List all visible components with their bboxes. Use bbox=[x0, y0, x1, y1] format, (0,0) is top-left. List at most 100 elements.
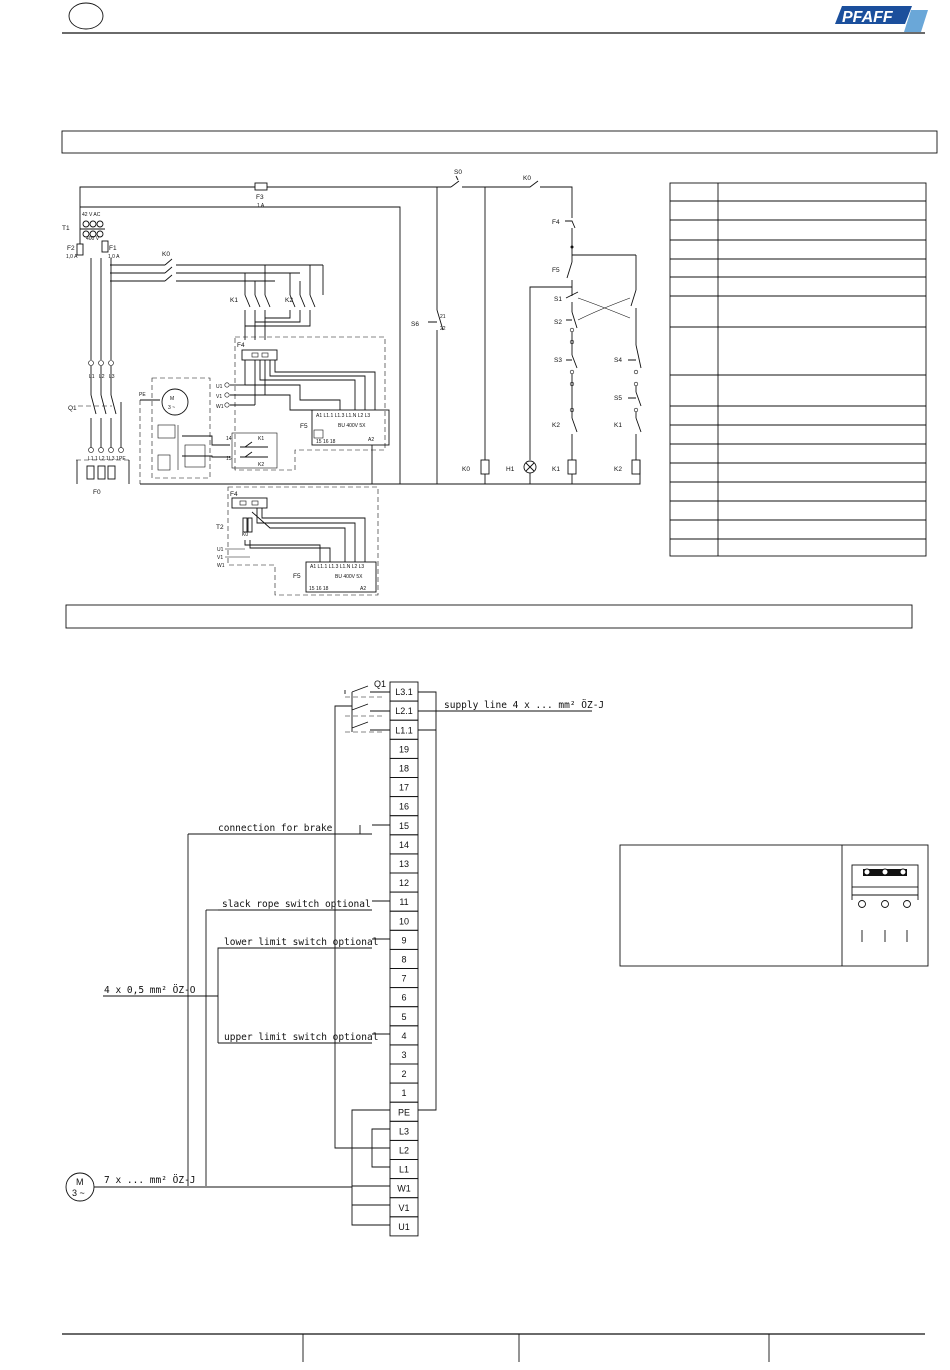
svg-text:L3: L3 bbox=[109, 374, 115, 380]
svg-text:K0: K0 bbox=[462, 466, 470, 473]
svg-text:K1: K1 bbox=[258, 436, 264, 442]
svg-text:K1: K1 bbox=[614, 422, 622, 429]
svg-text:BU 400V 5X: BU 400V 5X bbox=[338, 423, 366, 429]
terminal-label: 8 bbox=[401, 954, 406, 964]
terminal-label: 19 bbox=[399, 744, 409, 754]
control-cable-label: 4 x 0,5 mm² ÖZ-O bbox=[104, 985, 196, 996]
svg-text:S5: S5 bbox=[614, 395, 622, 402]
terminal-label: 9 bbox=[401, 935, 406, 945]
info-box bbox=[619, 844, 929, 967]
svg-text:PE: PE bbox=[139, 392, 146, 398]
terminal-block bbox=[389, 1216, 419, 1237]
motor-phase: 3 ~ bbox=[72, 1188, 85, 1198]
lower-limit-label: lower limit switch optional bbox=[224, 937, 378, 948]
terminal-label: 4 bbox=[401, 1031, 406, 1041]
svg-text:H1: H1 bbox=[506, 466, 515, 473]
motor-cable-label: 7 x ... mm² ÖZ-J bbox=[104, 1175, 196, 1186]
svg-text:A1 L1.1 L1.3 L1.N L2 L3: A1 L1.1 L1.3 L1.N L2 L3 bbox=[310, 564, 364, 570]
svg-text:1 A: 1 A bbox=[257, 203, 265, 209]
language-circle bbox=[68, 2, 104, 30]
svg-text:U1: U1 bbox=[216, 384, 223, 390]
terminal-label: 5 bbox=[401, 1012, 406, 1022]
svg-text:M: M bbox=[170, 396, 174, 402]
svg-text:F5: F5 bbox=[552, 267, 560, 274]
svg-text:15 16 18: 15 16 18 bbox=[316, 439, 336, 445]
legend-table bbox=[669, 182, 927, 557]
logo-text: PFAFF bbox=[842, 9, 894, 26]
terminal-label: 14 bbox=[399, 840, 409, 850]
brake-label: connection for brake bbox=[218, 823, 333, 834]
svg-text:U1: U1 bbox=[217, 547, 224, 553]
svg-text:L3.1: L3.1 bbox=[109, 456, 119, 462]
terminal-label: 10 bbox=[399, 916, 409, 926]
svg-text:22: 22 bbox=[440, 326, 446, 332]
svg-text:V1: V1 bbox=[216, 394, 222, 400]
svg-text:Q1: Q1 bbox=[68, 405, 77, 412]
svg-text:F3: F3 bbox=[256, 194, 264, 201]
terminal-label: 7 bbox=[401, 974, 406, 984]
svg-text:400 V: 400 V bbox=[86, 236, 100, 242]
terminal-label: 15 bbox=[399, 821, 409, 831]
q1-label: Q1 bbox=[374, 679, 386, 689]
svg-text:S3: S3 bbox=[554, 357, 562, 364]
svg-text:F5: F5 bbox=[293, 573, 301, 580]
svg-text:S6: S6 bbox=[411, 321, 419, 328]
svg-text:S4: S4 bbox=[614, 357, 622, 364]
svg-text:15 16 18: 15 16 18 bbox=[309, 586, 329, 592]
svg-text:K2: K2 bbox=[258, 462, 264, 468]
svg-text:F0: F0 bbox=[93, 489, 101, 496]
circuit-diagram: F3 1 A S0 K0 T1 42 V AC 400 V F2 1,0 A F… bbox=[62, 169, 642, 596]
svg-text:K0: K0 bbox=[523, 175, 531, 182]
svg-text:K1: K1 bbox=[552, 466, 560, 473]
terminal-label: W1 bbox=[397, 1184, 411, 1194]
svg-text:A1 L1.1 L1.3 L1.N L2 L3: A1 L1.1 L1.3 L1.N L2 L3 bbox=[316, 413, 370, 419]
terminal-label: 1 bbox=[401, 1088, 406, 1098]
svg-text:A2: A2 bbox=[368, 437, 374, 443]
svg-text:F1: F1 bbox=[109, 245, 117, 252]
svg-text:F4: F4 bbox=[552, 219, 560, 226]
svg-text:F4: F4 bbox=[230, 491, 238, 498]
svg-text:42 V AC: 42 V AC bbox=[82, 212, 101, 218]
svg-text:1,0 A: 1,0 A bbox=[66, 254, 78, 260]
terminal-label: 17 bbox=[399, 783, 409, 793]
terminal-label: L2 bbox=[399, 1145, 409, 1155]
terminal-label: L3.1 bbox=[395, 687, 413, 697]
terminal-strip-diagram: Q1 supply line 4 x ... mm² ÖZ-J connecti… bbox=[65, 679, 604, 1237]
svg-text:15: 15 bbox=[226, 456, 232, 462]
svg-text:T1: T1 bbox=[62, 225, 70, 232]
svg-text:K2: K2 bbox=[614, 466, 622, 473]
estop-label: S0 bbox=[454, 169, 462, 176]
terminal-label: L3 bbox=[399, 1126, 409, 1136]
svg-text:T2: T2 bbox=[216, 524, 224, 531]
terminal-label: 6 bbox=[401, 993, 406, 1003]
svg-text:L1.1: L1.1 bbox=[88, 456, 98, 462]
circuit-title-box bbox=[61, 130, 938, 154]
svg-text:W1: W1 bbox=[217, 563, 225, 569]
motor-housing bbox=[151, 377, 211, 479]
svg-text:21: 21 bbox=[440, 314, 446, 320]
terminal-label: L2.1 bbox=[395, 706, 413, 716]
svg-text:K0: K0 bbox=[242, 532, 248, 538]
svg-text:K0: K0 bbox=[162, 251, 170, 258]
page-header: PFAFF silberblau bbox=[62, 2, 928, 34]
terminal-label: 12 bbox=[399, 878, 409, 888]
terminal-label: L1.1 bbox=[395, 725, 413, 735]
svg-text:L2.1: L2.1 bbox=[99, 456, 109, 462]
svg-text:F5: F5 bbox=[300, 423, 308, 430]
svg-text:F2: F2 bbox=[67, 245, 75, 252]
terminal-label: 2 bbox=[401, 1069, 406, 1079]
motor-symbol bbox=[161, 388, 189, 416]
svg-text:14: 14 bbox=[226, 436, 232, 442]
page-footer bbox=[62, 1333, 925, 1362]
terminal-label: 13 bbox=[399, 859, 409, 869]
logo-subtext: silberblau bbox=[848, 26, 874, 32]
svg-text:A2: A2 bbox=[360, 586, 366, 592]
svg-text:BU 400V 5X: BU 400V 5X bbox=[335, 574, 363, 580]
switch-symbol bbox=[851, 864, 919, 888]
terminal-label: V1 bbox=[398, 1203, 409, 1213]
terminal-title-box bbox=[65, 604, 913, 629]
svg-text:L2: L2 bbox=[99, 374, 105, 380]
terminal-label: 16 bbox=[399, 802, 409, 812]
pfaff-logo: PFAFF silberblau bbox=[835, 6, 928, 32]
fuse-f3-symbol bbox=[254, 182, 268, 191]
